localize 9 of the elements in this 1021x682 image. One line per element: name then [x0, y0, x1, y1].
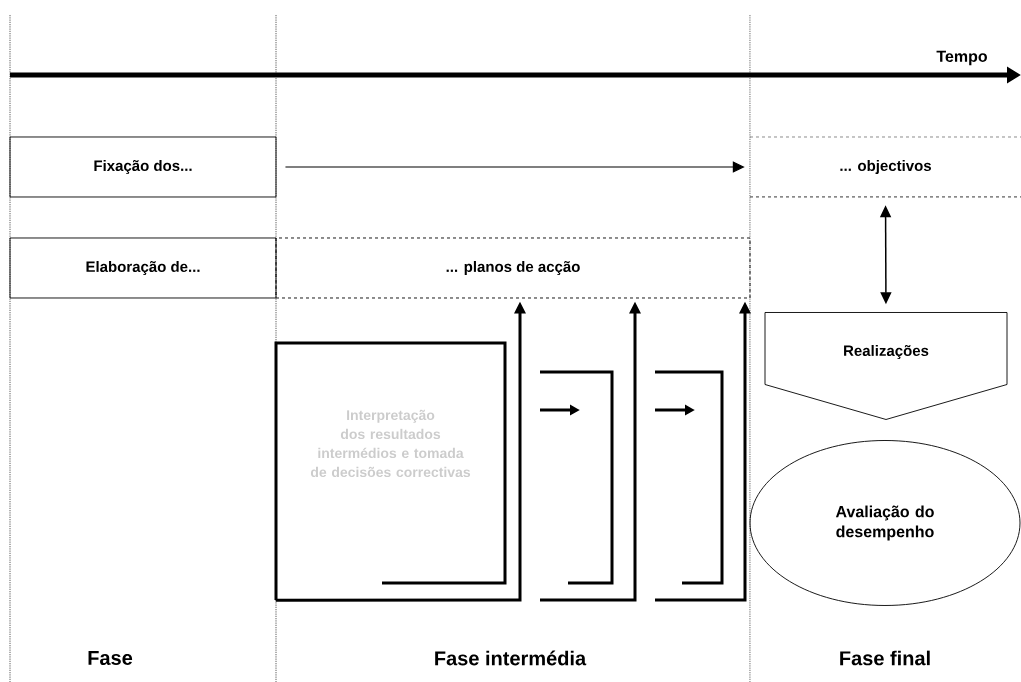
- phase-label: Fase intermédia: [435, 650, 587, 666]
- goal-box: ... objectivos: [749, 136, 1021, 198]
- pentagon-box: Realizações: [764, 312, 1008, 420]
- process-box: Fixação dos...: [9, 136, 277, 198]
- timeline-label: Tempo: [936, 50, 987, 66]
- process-box: Elaboração de...: [9, 237, 277, 299]
- plan-box: ... planos de acção: [275, 237, 751, 299]
- phase-label: Fase: [88, 651, 133, 665]
- phase-label: Fase final: [840, 650, 930, 666]
